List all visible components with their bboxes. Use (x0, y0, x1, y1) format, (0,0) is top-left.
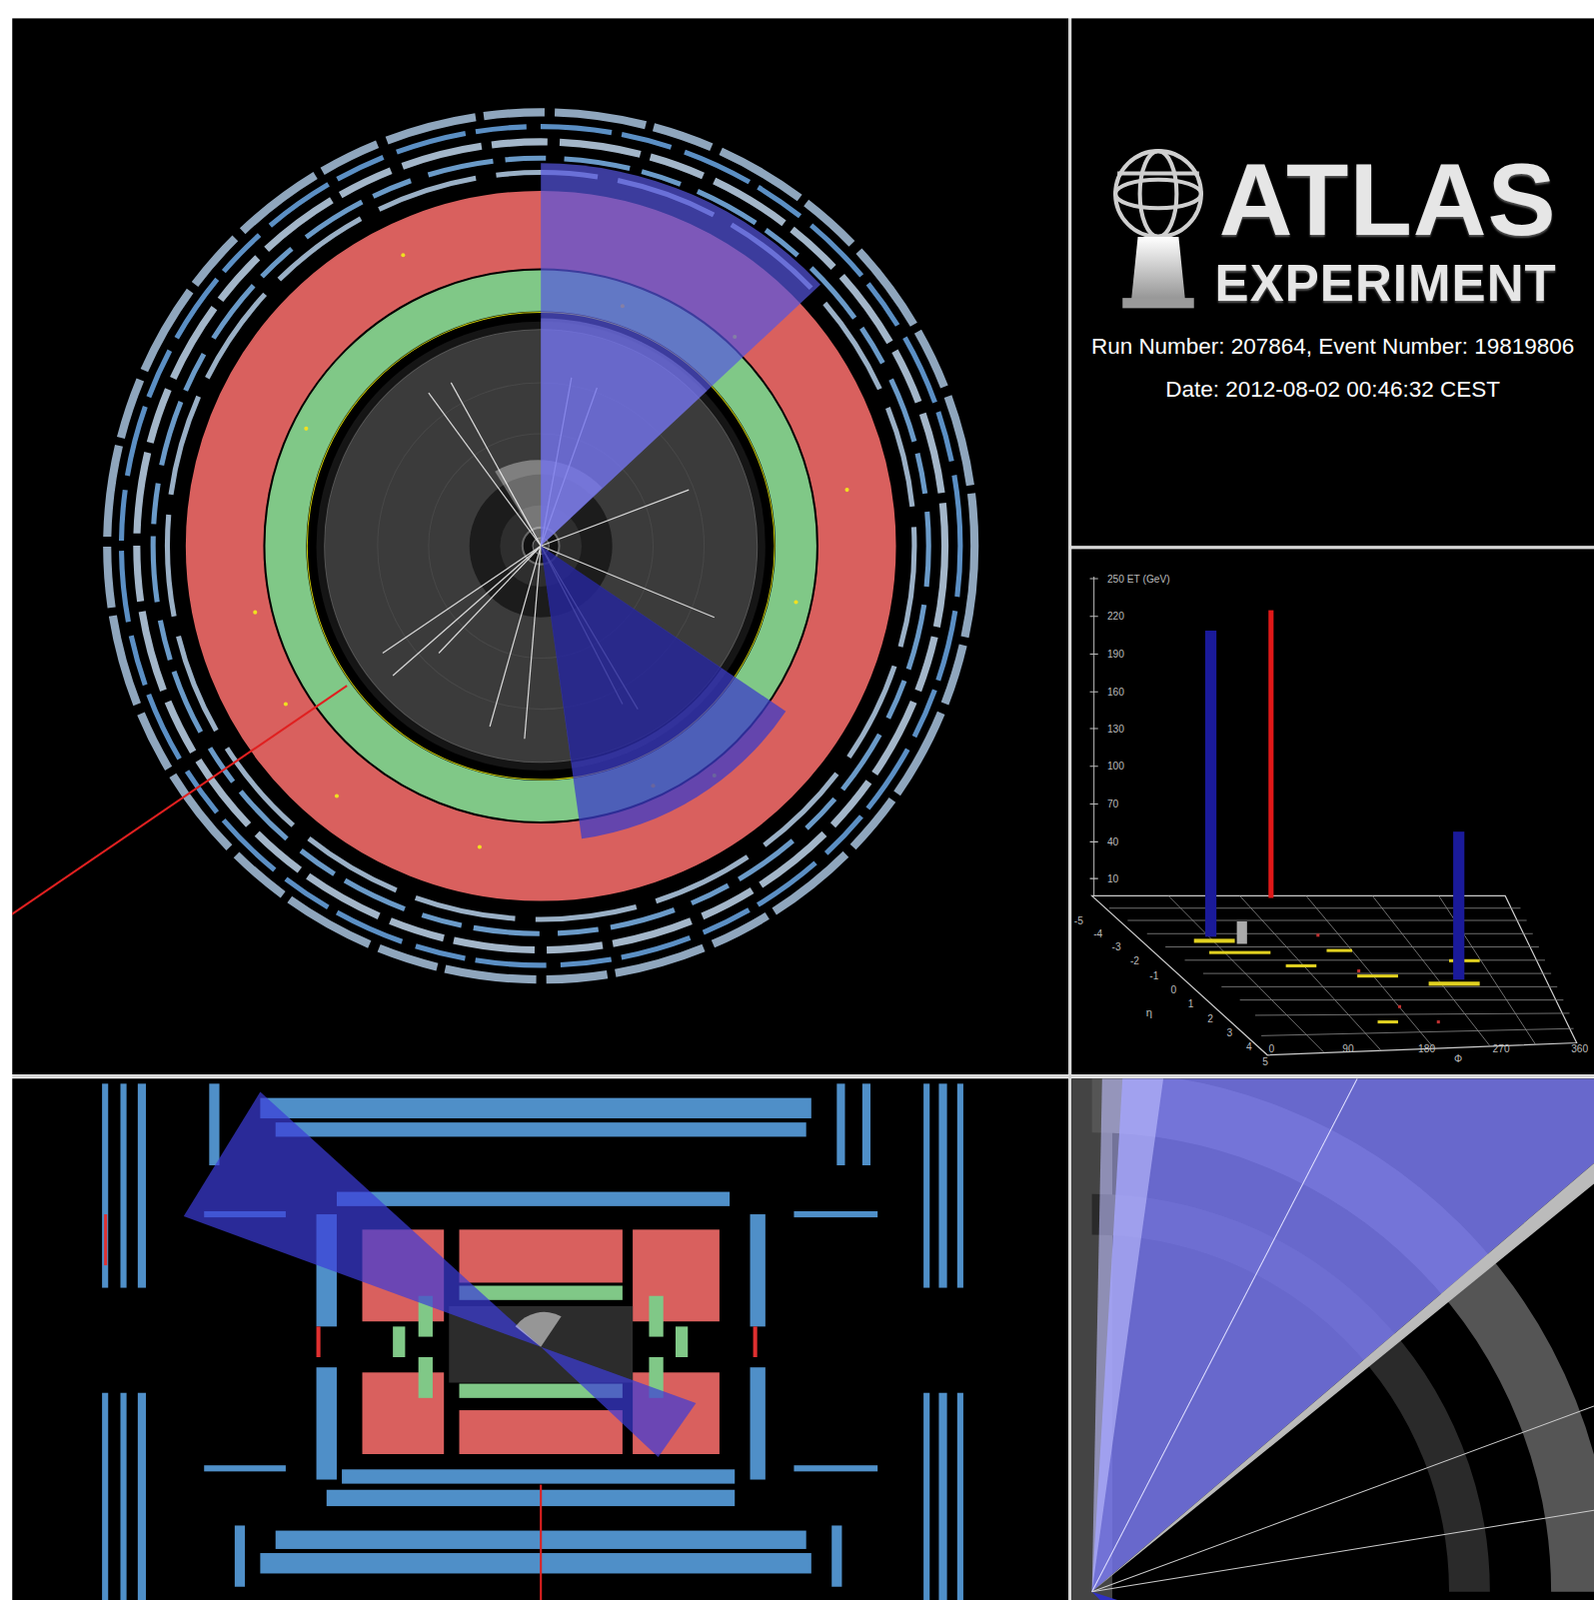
eta-tick: 0 (1170, 984, 1177, 996)
axis-tick: 70 (1107, 798, 1119, 810)
run-info: Run Number: 207864, Event Number: 198198… (1091, 334, 1575, 360)
axis-title: 250 ET (GeV) (1107, 572, 1171, 584)
phi-tick: 270 (1493, 1043, 1511, 1055)
eta-tick: -1 (1149, 970, 1159, 982)
eta-tick: -3 (1112, 941, 1122, 953)
eta-tick: 5 (1262, 1056, 1269, 1068)
eta-tick: -5 (1074, 914, 1084, 926)
eta-tick: -4 (1093, 928, 1103, 940)
phi-tick: 90 (1342, 1043, 1354, 1055)
eta-tick: 2 (1207, 1012, 1214, 1024)
axis-tick: 100 (1107, 760, 1125, 772)
axis-tick: 220 (1107, 610, 1125, 622)
phi-tick: 180 (1418, 1043, 1436, 1055)
axis-title: Φ (1454, 1053, 1463, 1065)
axis-tick: 10 (1107, 873, 1119, 885)
date-info: Date: 2012-08-02 00:46:32 CEST (1165, 377, 1501, 403)
axis-title: η (1146, 1006, 1153, 1019)
phi-tick: 0 (1268, 1043, 1275, 1055)
axis-tick: 130 (1107, 722, 1125, 734)
logo-title: ATLAS (1219, 142, 1558, 255)
eta-tick: 1 (1188, 998, 1195, 1010)
eta-tick: 3 (1227, 1027, 1234, 1039)
eta-tick: 4 (1246, 1041, 1253, 1053)
axis-tick: 40 (1107, 836, 1119, 848)
axis-tick: 190 (1107, 648, 1125, 660)
eta-tick: -2 (1130, 955, 1140, 967)
axis-tick: 160 (1107, 686, 1125, 698)
logo-subtitle: EXPERIMENT (1215, 255, 1558, 312)
phi-tick: 360 (1571, 1043, 1589, 1055)
